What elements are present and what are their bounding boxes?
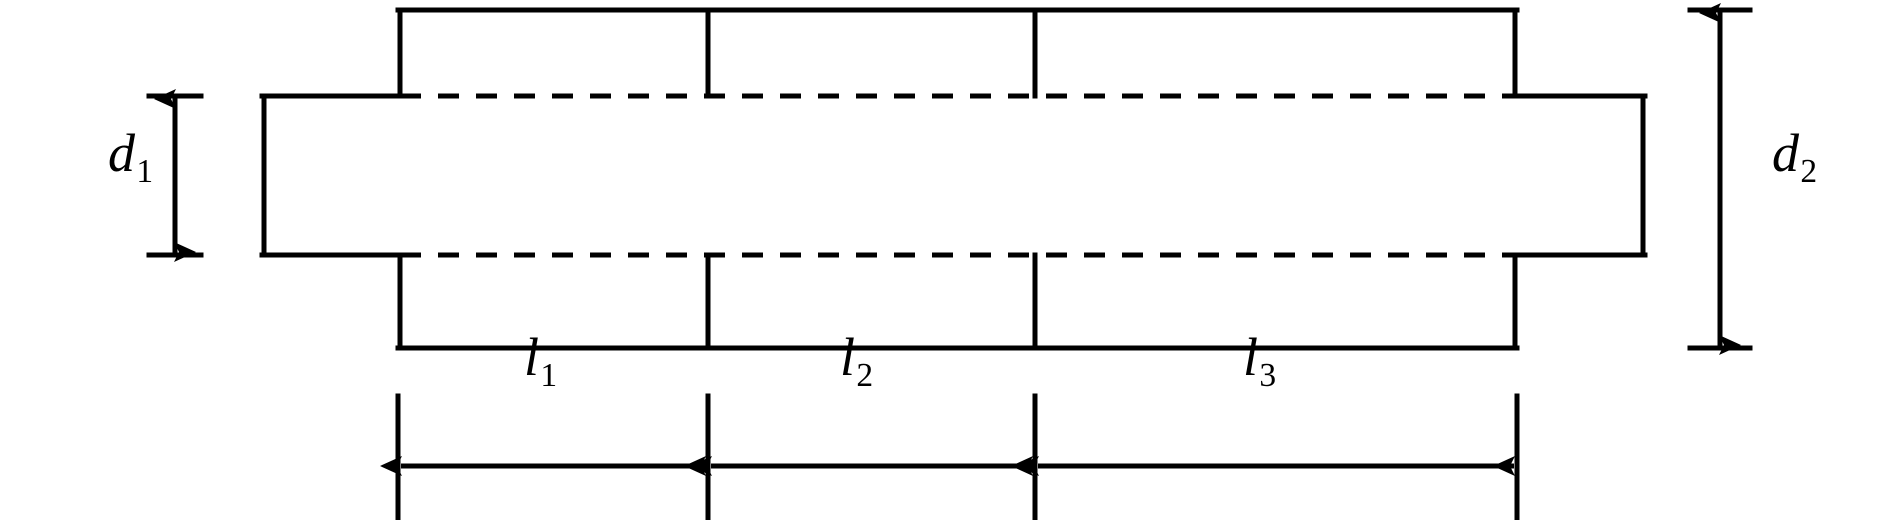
- d1-subscript: 1: [136, 152, 154, 190]
- sleeve-outline: [395, 7, 1520, 351]
- dimension-label-d1: d1: [108, 126, 153, 188]
- dimension-label-l2: l2: [840, 330, 873, 392]
- d2-subscript: 2: [1800, 152, 1818, 190]
- d2-symbol: d: [1772, 123, 1799, 183]
- shaft-outline: [259, 93, 1648, 258]
- l1-symbol: l: [524, 327, 540, 387]
- step-divider-lines: [705, 7, 1038, 351]
- dimension-chain-witness-lines: [395, 393, 1520, 520]
- dimension-label-l1: l1: [524, 330, 557, 392]
- dimension-d1: [146, 89, 204, 262]
- dimension-d2: [1687, 3, 1753, 355]
- l2-symbol: l: [840, 327, 856, 387]
- d1-symbol: d: [108, 123, 135, 183]
- dimension-label-l3: l3: [1243, 330, 1276, 392]
- l3-symbol: l: [1243, 327, 1259, 387]
- dimension-label-d2: d2: [1772, 126, 1817, 188]
- l2-subscript: 2: [856, 356, 874, 394]
- l3-subscript: 3: [1259, 356, 1277, 394]
- hidden-bore-lines: [400, 93, 1515, 258]
- l1-subscript: 1: [540, 356, 558, 394]
